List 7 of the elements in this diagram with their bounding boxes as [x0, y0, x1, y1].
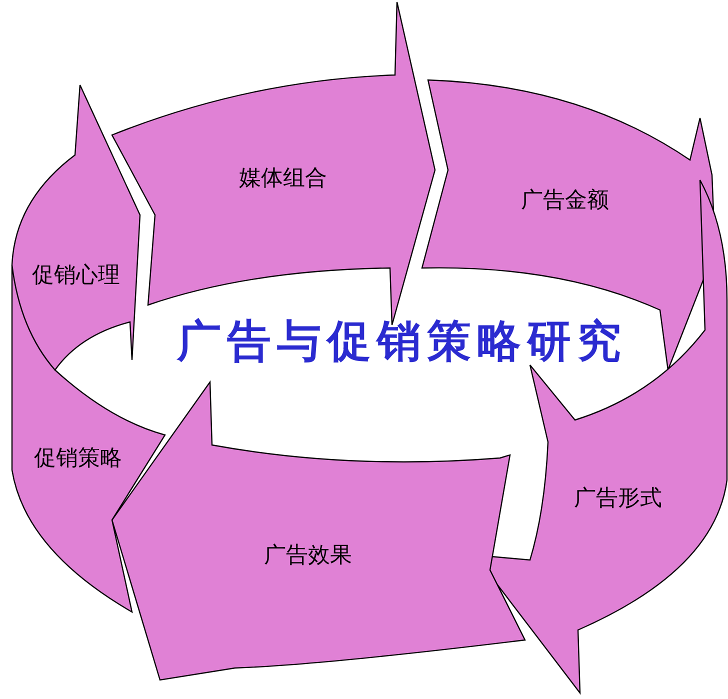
segment-label: 广告效果: [263, 542, 353, 570]
segment-label: 促销心理: [31, 262, 121, 290]
diagram-title: 广告与促销策略研究: [176, 320, 628, 364]
segment-label: 促销策略: [33, 445, 123, 473]
segment-label: 广告金额: [520, 187, 610, 215]
segment-label: 广告形式: [573, 485, 663, 513]
segment-label: 媒体组合: [238, 165, 328, 193]
